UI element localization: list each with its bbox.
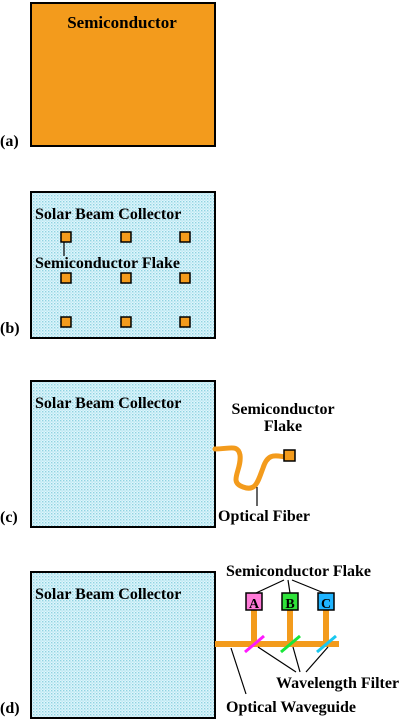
collector-label-c: Solar Beam Collector	[35, 395, 181, 412]
collector-label-b: Solar Beam Collector	[35, 206, 181, 223]
flake-label-c-line1: Semiconductor	[231, 401, 334, 418]
flake	[120, 316, 132, 328]
flake-label-d: Semiconductor Flake	[226, 563, 371, 580]
filter-pointer-c	[305, 646, 329, 673]
panel-d-tag: (d)	[0, 700, 20, 717]
flake-label-b: Semiconductor Flake	[35, 255, 180, 272]
filter-pointer-b	[292, 646, 301, 673]
flake-letter-b: B	[285, 597, 294, 612]
flake	[60, 316, 72, 328]
waveguide-label: Optical Waveguide	[226, 699, 356, 716]
flake-box-a	[245, 592, 263, 611]
optical-fiber	[212, 445, 289, 491]
panel-b-tag: (b)	[0, 320, 20, 337]
flake-label-c-line2: Flake	[264, 418, 302, 435]
flake-box-c	[317, 592, 335, 611]
flake	[179, 272, 191, 284]
solar-beam-collector-c	[30, 380, 216, 528]
panel-c: Solar Beam Collector Semiconductor Flake…	[0, 380, 335, 528]
wavelength-filter-b	[280, 634, 301, 654]
flake-letter-c: C	[321, 597, 331, 612]
flake	[60, 231, 72, 243]
flake	[120, 231, 132, 243]
panel-a: Semiconductor (a)	[0, 2, 216, 150]
panel-b: Solar Beam Collector Semiconductor Flake…	[0, 191, 216, 339]
filter-label: Wavelength Filter	[276, 675, 399, 692]
flake-pointer-a	[255, 579, 285, 594]
panel-a-tag: (a)	[0, 133, 19, 150]
filter-pointer-a	[257, 646, 297, 673]
flake-grid	[60, 231, 191, 328]
flake-pointer-c	[291, 579, 325, 594]
flake	[179, 316, 191, 328]
flake-letter-a: A	[249, 597, 260, 612]
flake	[120, 272, 132, 284]
wavelength-filter-c	[316, 634, 337, 654]
semiconductor-label: Semiconductor	[67, 13, 177, 32]
solar-beam-collector-b	[30, 191, 216, 339]
flake-pointer-b-d	[287, 579, 291, 594]
semiconductor-flake-c	[283, 449, 296, 462]
waveguide-pointer	[230, 647, 247, 695]
panel-d: Solar Beam Collector A B C Semiconductor…	[0, 563, 399, 719]
panel-c-tag: (c)	[0, 509, 18, 526]
fiber-label: Optical Fiber	[218, 508, 310, 525]
collector-label-d: Solar Beam Collector	[35, 586, 181, 603]
flake	[60, 272, 72, 284]
flake	[179, 231, 191, 243]
semiconductor-block	[30, 2, 216, 147]
wavelength-filter-a	[244, 634, 265, 654]
